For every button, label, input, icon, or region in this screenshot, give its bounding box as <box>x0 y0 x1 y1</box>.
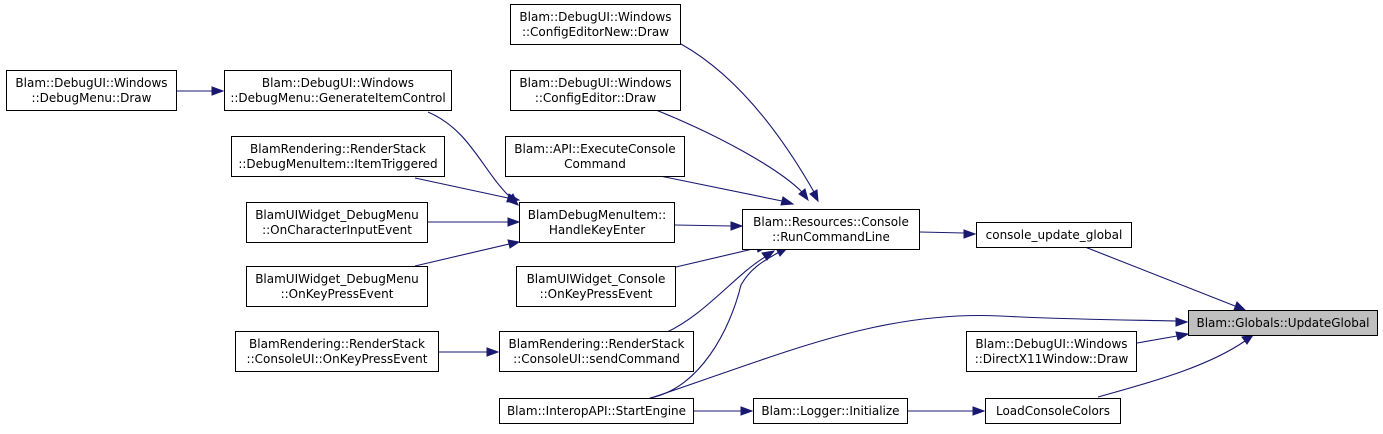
node-line: ::ConfigEditor::Draw <box>534 90 657 105</box>
node-dx11-window-draw[interactable]: Blam::DebugUI::Windows ::DirectX11Window… <box>966 331 1137 372</box>
node-send-command[interactable]: BlamRendering::RenderStack ::ConsoleUI::… <box>499 331 694 372</box>
node-update-global[interactable]: Blam::Globals::UpdateGlobal <box>1188 310 1378 336</box>
node-line: BlamRendering::RenderStack <box>250 141 426 156</box>
node-line: Blam::Logger::Initialize <box>761 403 900 418</box>
arrowhead-icon <box>507 239 521 249</box>
node-line: ::DebugMenu::GenerateItemControl <box>230 90 446 105</box>
edge-keypress-debugmenu-to-handle-key-enter <box>414 243 510 267</box>
node-line: ::OnKeyPressEvent <box>539 286 653 301</box>
node-line: BlamUIWidget_DebugMenu <box>255 207 419 222</box>
node-line: Blam::DebugUI::Windows <box>261 75 415 90</box>
node-char-input-event[interactable]: BlamUIWidget_DebugMenu ::OnCharacterInpu… <box>246 202 428 243</box>
node-debugmenu-draw[interactable]: Blam::DebugUI::Windows ::DebugMenu::Draw <box>6 70 177 111</box>
node-consoleui-keypress[interactable]: BlamRendering::RenderStack ::ConsoleUI::… <box>235 331 439 372</box>
node-line: ::DebugMenuItem::ItemTriggered <box>238 156 438 171</box>
node-line: BlamDebugMenuItem:: <box>527 207 667 222</box>
node-item-triggered[interactable]: BlamRendering::RenderStack ::DebugMenuIt… <box>231 136 445 177</box>
node-line: Blam::Globals::UpdateGlobal <box>1196 315 1370 330</box>
arrowhead-icon <box>740 406 754 416</box>
node-start-engine[interactable]: Blam::InteropAPI::StartEngine <box>499 398 694 424</box>
node-line: ::OnKeyPressEvent <box>280 286 394 301</box>
edge-start-engine-to-update-global <box>647 314 1177 400</box>
node-line: Blam::API::ExecuteConsole <box>514 141 676 156</box>
edge-dx11-draw-to-update-global <box>1136 335 1178 344</box>
node-line: Blam::DebugUI::Windows <box>519 9 672 24</box>
edge-run-command-line-to-console-update-global <box>919 231 965 234</box>
node-config-editor-new[interactable]: Blam::DebugUI::Windows ::ConfigEditorNew… <box>510 4 681 45</box>
edge-load-console-colors-to-update-global <box>1097 340 1246 398</box>
node-generate-item-control[interactable]: Blam::DebugUI::Windows ::DebugMenu::Gene… <box>224 70 452 111</box>
arrowhead-icon <box>506 193 521 203</box>
edge-widget-console-to-run-command-line <box>675 247 758 268</box>
node-line: ::OnCharacterInputEvent <box>262 222 412 237</box>
node-line: Blam::DebugUI::Windows <box>975 336 1128 351</box>
node-config-editor[interactable]: Blam::DebugUI::Windows ::ConfigEditor::D… <box>510 70 681 111</box>
arrowhead-icon <box>761 250 776 261</box>
edge-handle-key-enter-to-run-command-line <box>674 224 732 227</box>
arrowhead-icon <box>798 188 809 202</box>
node-line: BlamUIWidget_DebugMenu <box>255 271 419 286</box>
edge-config-editor-new-to-run-command-line <box>680 43 815 193</box>
node-line: ::ConsoleUI::sendCommand <box>513 351 680 366</box>
node-line: Blam::DebugUI::Windows <box>519 75 672 90</box>
node-line: LoadConsoleColors <box>995 403 1110 418</box>
node-line: ::DebugMenu::Draw <box>31 90 152 105</box>
arrowhead-icon <box>486 347 500 357</box>
edge-execute-console-to-run-command-line <box>659 175 783 202</box>
node-line: ::RunCommandLine <box>772 229 890 244</box>
node-line: Blam::InteropAPI::StartEngine <box>506 403 687 418</box>
edge-item-triggered-to-handle-key-enter <box>414 177 509 199</box>
node-line: Blam::DebugUI::Windows <box>15 75 168 90</box>
arrowhead-icon <box>1175 317 1189 327</box>
arrowhead-icon <box>1241 334 1255 345</box>
arrowhead-icon <box>1175 331 1190 341</box>
node-line: ::ConfigEditorNew::Draw <box>521 24 670 39</box>
arrowhead-icon <box>507 217 521 227</box>
node-line: ::DirectX11Window::Draw <box>974 351 1129 366</box>
arrowhead-icon <box>211 86 225 96</box>
edge-config-editor-to-run-command-line <box>655 109 803 193</box>
edge-start-engine-to-run-command-line <box>649 251 780 399</box>
node-line: console_update_global <box>985 227 1123 242</box>
node-execute-console-command[interactable]: Blam::API::ExecuteConsole Command <box>505 136 685 177</box>
node-line: BlamUIWidget_Console <box>526 271 666 286</box>
arrowhead-icon <box>730 221 744 231</box>
node-run-command-line[interactable]: Blam::Resources::Console ::RunCommandLin… <box>742 209 920 250</box>
arrowhead-icon <box>963 229 977 239</box>
arrowhead-icon <box>809 189 819 203</box>
node-line: Blam::Resources::Console <box>753 214 909 229</box>
node-line: HandleKeyEnter <box>548 222 646 237</box>
node-line: Command <box>564 156 626 171</box>
node-widget-console-keypress[interactable]: BlamUIWidget_Console ::OnKeyPressEvent <box>516 266 676 307</box>
node-handle-key-enter[interactable]: BlamDebugMenuItem:: HandleKeyEnter <box>519 202 675 243</box>
node-line: BlamRendering::RenderStack <box>249 336 425 351</box>
arrowhead-icon <box>780 196 795 206</box>
arrowhead-icon <box>1233 301 1247 311</box>
arrowhead-icon <box>972 406 986 416</box>
edge-send-command-to-run-command-line <box>664 256 766 334</box>
edge-console-update-global-to-update-global <box>1084 246 1236 307</box>
node-line: BlamRendering::RenderStack <box>508 336 685 351</box>
edge-generate-item-to-handle-key-enter <box>427 111 511 198</box>
node-load-console-colors[interactable]: LoadConsoleColors <box>985 398 1121 424</box>
node-line: ::ConsoleUI::OnKeyPressEvent <box>246 351 428 366</box>
node-keypress-debugmenu[interactable]: BlamUIWidget_DebugMenu ::OnKeyPressEvent <box>246 266 428 307</box>
node-console-update-global[interactable]: console_update_global <box>976 222 1132 248</box>
node-logger-initialize[interactable]: Blam::Logger::Initialize <box>753 398 908 424</box>
